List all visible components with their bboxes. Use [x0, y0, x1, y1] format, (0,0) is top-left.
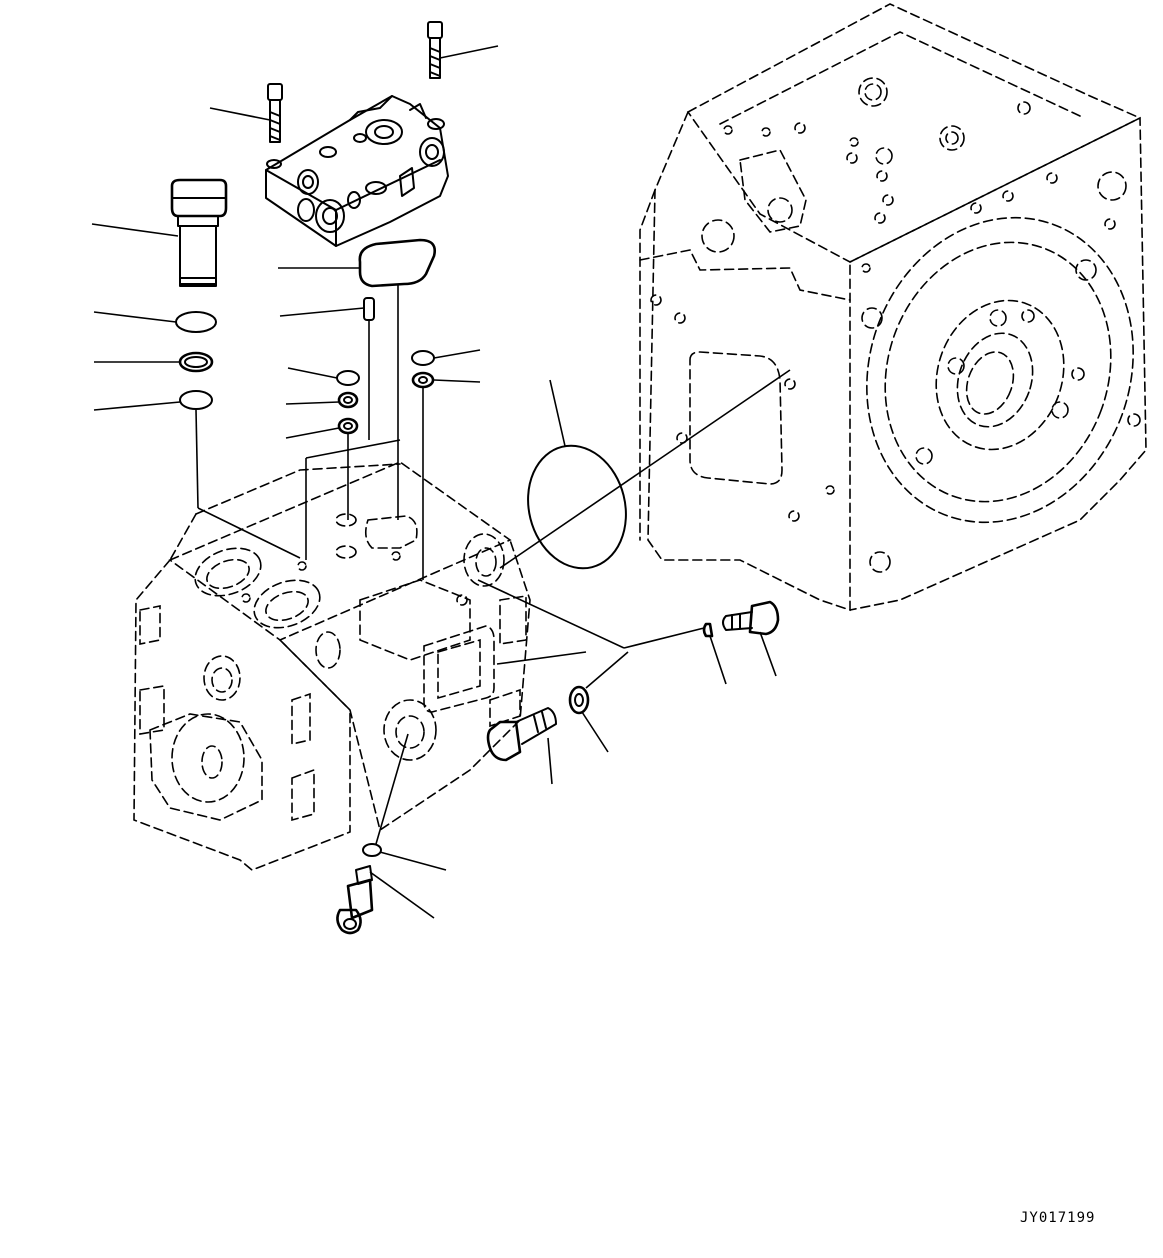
control-valve-block-icon — [265, 95, 449, 247]
flange-bolt-icon — [486, 600, 780, 762]
plug-icon — [170, 178, 228, 287]
o-ring-icon — [175, 311, 435, 857]
leader-lines — [91, 45, 791, 919]
cap-bolt-icon — [267, 21, 443, 143]
valve-body-icon — [133, 461, 531, 871]
sensor-icon — [336, 865, 374, 935]
gasket-icon — [358, 238, 627, 570]
dowel-pin-icon — [363, 297, 375, 321]
drawing-code: JY017199 — [1020, 1210, 1096, 1226]
washer-icon — [568, 622, 714, 715]
backup-ring-icon — [178, 351, 435, 435]
pump-housing-icon — [639, 3, 1147, 612]
